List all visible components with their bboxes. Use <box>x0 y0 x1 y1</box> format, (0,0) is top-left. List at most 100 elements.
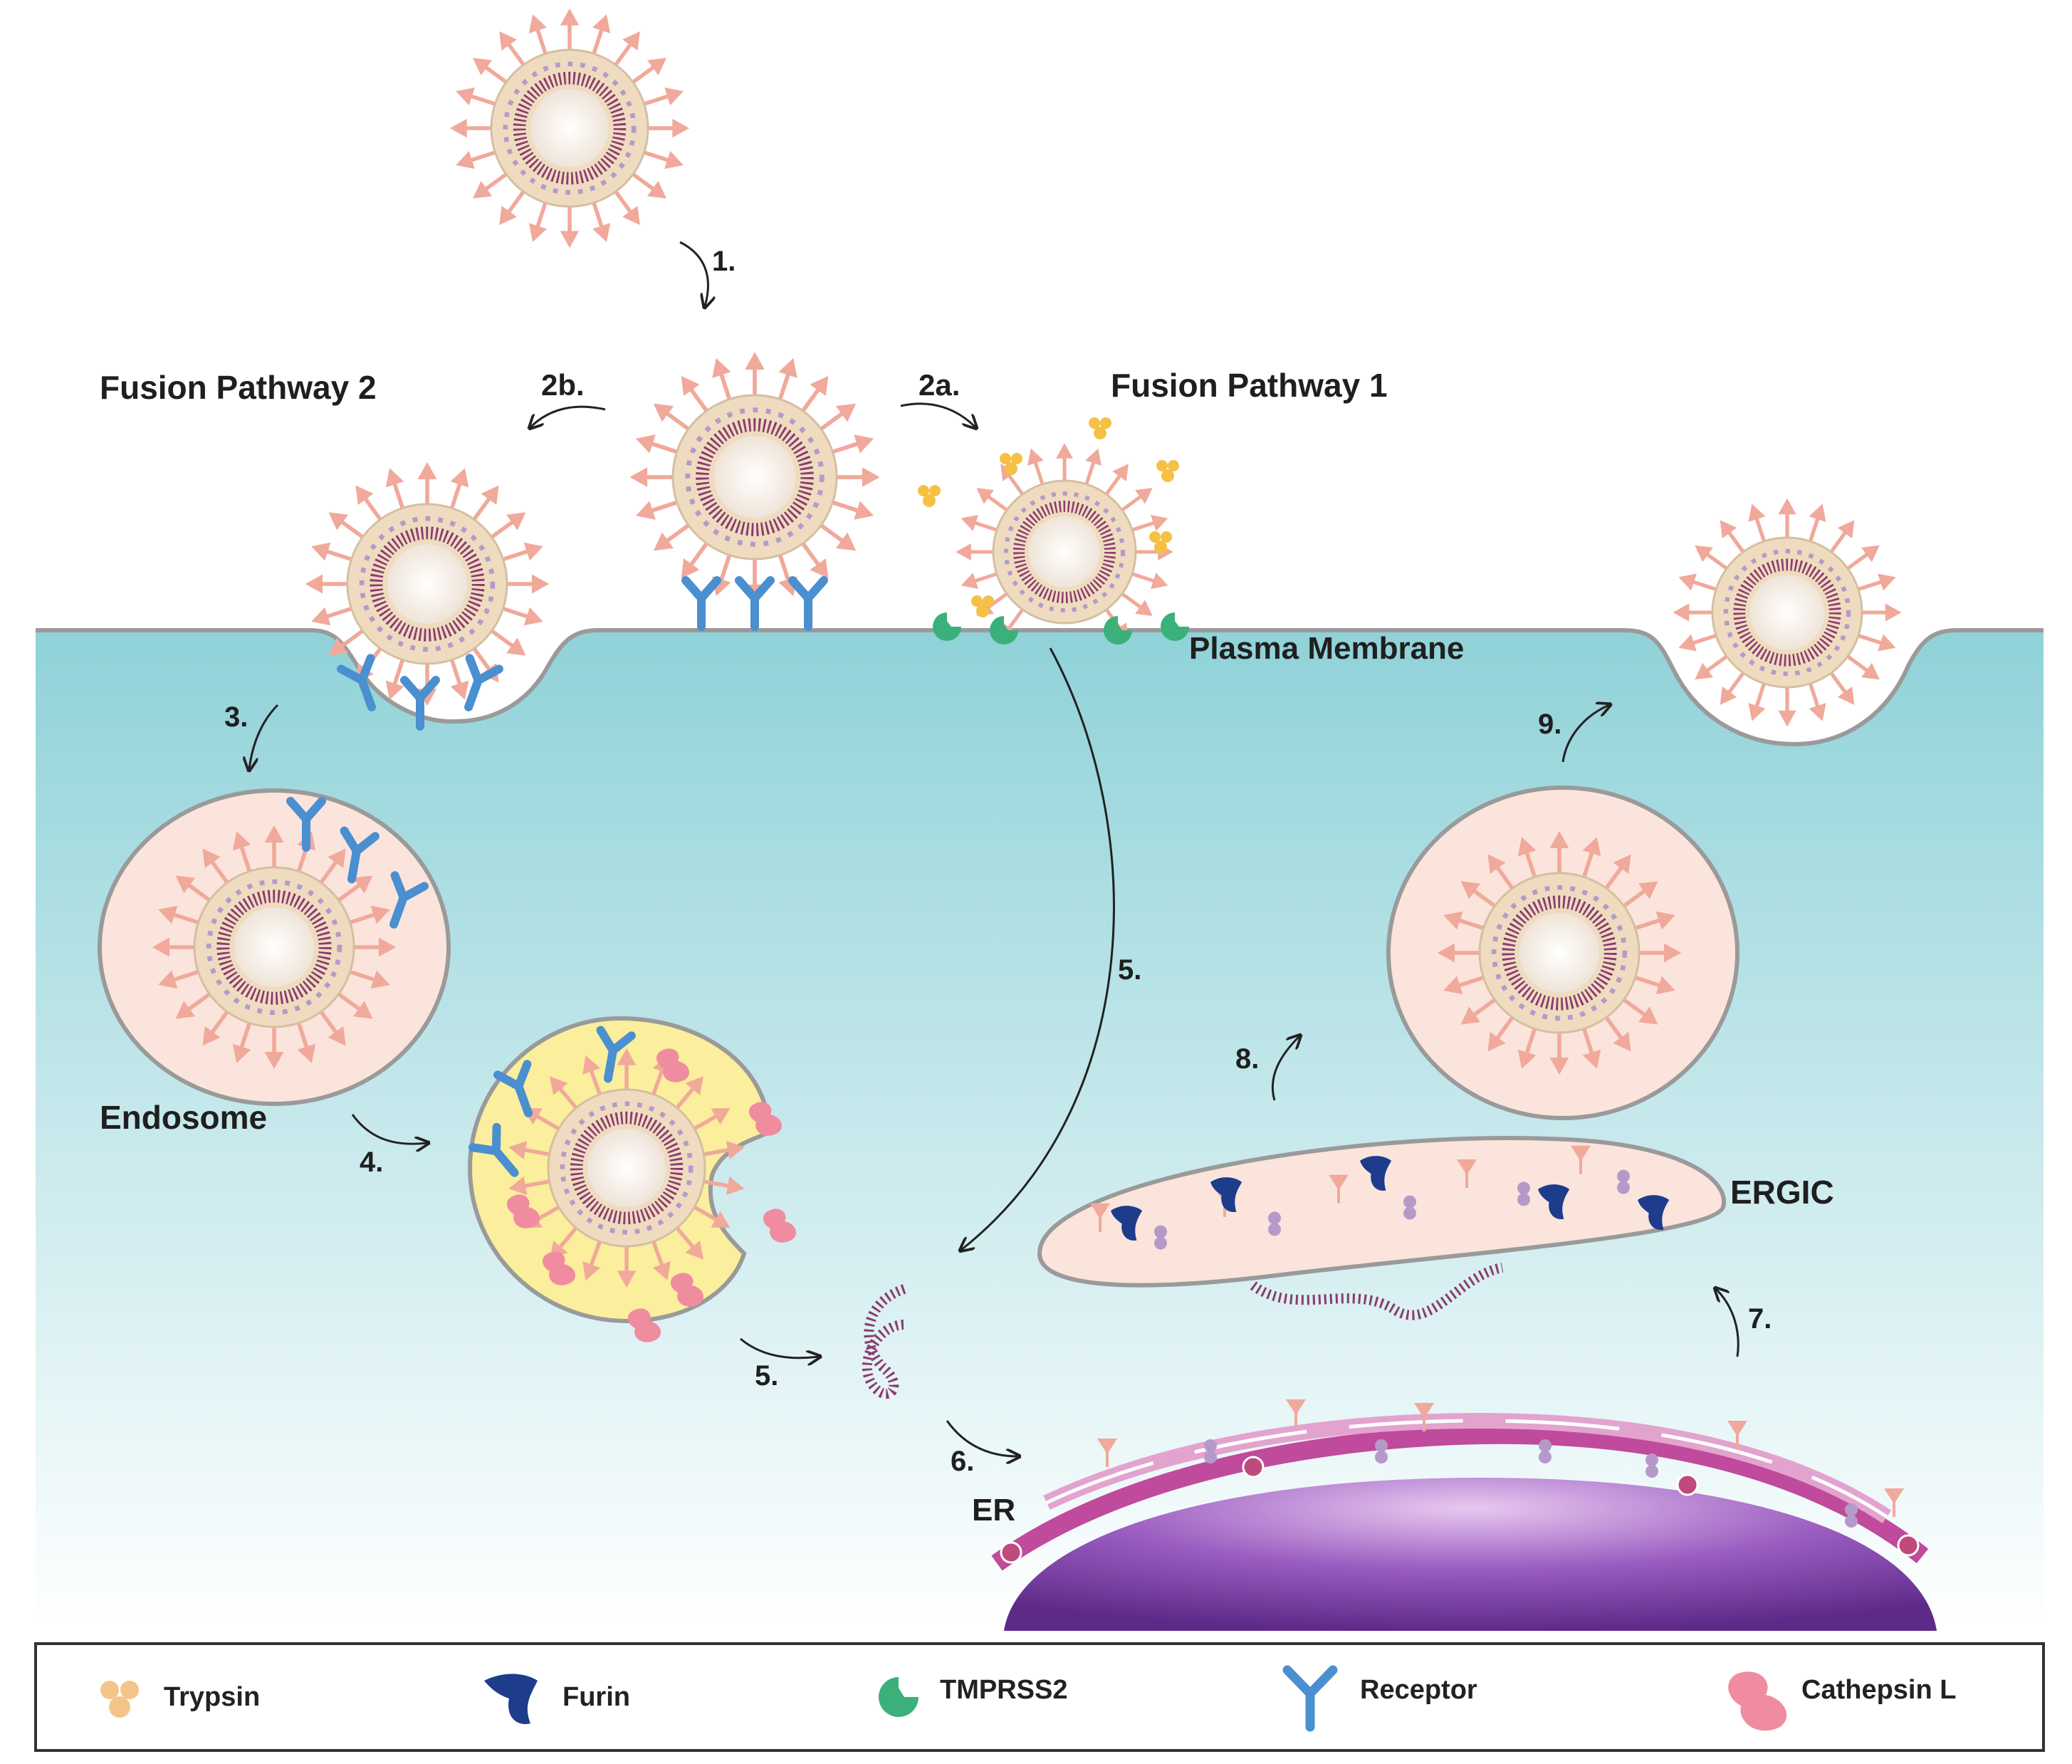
spike-protein <box>355 485 374 506</box>
nucleocapsid <box>216 889 332 1005</box>
legend-tmprss2-label: TMPRSS2 <box>940 1675 1067 1705</box>
cathepsin-icon <box>748 1102 783 1136</box>
spike-protein <box>592 223 611 242</box>
receptor-endosome <box>389 871 429 929</box>
cathepsin-icon <box>627 1308 661 1342</box>
spike-protein <box>499 31 517 51</box>
plasma-membrane-line <box>36 628 2044 747</box>
step-1: 1. <box>712 246 736 277</box>
spike-protein <box>961 573 978 589</box>
furin-icon <box>1111 1206 1143 1241</box>
virion-free <box>449 8 690 249</box>
spike-protein <box>264 1051 284 1070</box>
spike-protein <box>528 14 547 33</box>
virion-core <box>1029 516 1100 588</box>
legend-cathepsin-label: Cathepsin L <box>1801 1675 1956 1705</box>
spike-protein <box>158 970 178 989</box>
spike-protein <box>1695 662 1713 680</box>
virion-pathway-2 <box>305 461 550 706</box>
membrane-proteins <box>560 1101 694 1235</box>
spike-protein <box>1549 830 1569 849</box>
spike-protein <box>976 488 994 504</box>
step-9: 9. <box>1538 709 1561 740</box>
spike-protein <box>726 1176 745 1196</box>
spike-protein <box>1443 976 1463 995</box>
spike-protein <box>1638 881 1658 899</box>
spike-protein <box>1678 634 1697 652</box>
label-ergic: ERGIC <box>1730 1174 1834 1211</box>
spike-protein <box>664 151 684 169</box>
label-plasma-membrane: Plasma Membrane <box>1189 631 1464 666</box>
spike-protein <box>417 461 437 480</box>
cell-cytoplasm <box>36 628 2044 1631</box>
receptors <box>286 576 828 1177</box>
spike-protein <box>1655 976 1675 995</box>
cathepsin-icon <box>656 1048 690 1082</box>
spike-protein <box>1460 881 1481 899</box>
spike-protein <box>152 937 170 957</box>
spike-protein <box>297 1043 316 1063</box>
spike-protein <box>745 352 765 370</box>
spike-protein <box>523 542 543 561</box>
nucleocapsid <box>696 418 814 536</box>
spike-protein <box>456 151 475 169</box>
spike-protein <box>647 58 666 75</box>
spike-protein <box>862 467 880 487</box>
spike-protein <box>810 558 829 579</box>
tmprss2-icon <box>1104 616 1132 644</box>
spike-protein <box>622 205 640 225</box>
legend-furin-label: Furin <box>563 1682 630 1712</box>
spike-protein <box>1663 943 1682 963</box>
spike-protein <box>1613 854 1631 875</box>
receptor-surface <box>681 576 721 631</box>
furin-icon <box>1538 1184 1570 1219</box>
spike-protein <box>1151 515 1168 531</box>
virion-core <box>713 436 796 518</box>
spike-protein <box>1861 662 1880 680</box>
step-2a: 2a. <box>919 368 960 402</box>
spike-protein <box>685 1076 704 1095</box>
spike-protein <box>1655 911 1675 930</box>
virion-uncoating <box>508 1048 745 1288</box>
spike-protein <box>835 403 857 422</box>
spike-protein <box>1809 703 1826 721</box>
receptor-surface <box>788 576 828 631</box>
spike-protein <box>202 848 221 869</box>
virion-core <box>1749 575 1825 650</box>
legend-furin: Furin <box>484 1674 630 1724</box>
membrane-proteins <box>1004 491 1125 612</box>
spike-protein <box>1517 837 1537 857</box>
spike-protein <box>528 223 547 242</box>
receptor-endosome <box>340 826 380 884</box>
label-fusion-pathway-2: Fusion Pathway 2 <box>100 369 377 406</box>
spike-protein <box>810 375 829 397</box>
spike-protein <box>1056 443 1073 459</box>
spike-protein <box>352 1001 373 1019</box>
nucleocapsid <box>513 71 627 185</box>
step-7: 7. <box>1748 1303 1772 1335</box>
membrane-proteins <box>359 516 496 652</box>
furin-icon <box>1210 1177 1242 1212</box>
spike-protein <box>1837 520 1855 538</box>
spike-protein <box>629 467 648 487</box>
spike-protein <box>449 118 467 138</box>
receptor-pit <box>337 654 376 711</box>
nucleocapsid <box>570 1111 684 1225</box>
step-6: 6. <box>951 1446 974 1477</box>
legend-trypsin-label: Trypsin <box>164 1682 260 1712</box>
spike-protein <box>672 118 690 138</box>
spike-protein <box>854 501 874 520</box>
furin-icon <box>1360 1156 1392 1191</box>
spike-protein <box>1549 1057 1569 1075</box>
step-2b: 2b. <box>541 368 585 402</box>
spike-protein <box>617 1048 637 1065</box>
spike-protein <box>835 532 857 551</box>
spike-protein <box>1085 448 1102 466</box>
spike-protein <box>549 1076 568 1095</box>
cathepsin-icon <box>763 1209 797 1243</box>
spike-protein <box>622 31 640 51</box>
spike-protein <box>1837 687 1855 705</box>
spike-protein <box>385 680 404 700</box>
virion-core <box>530 89 609 167</box>
